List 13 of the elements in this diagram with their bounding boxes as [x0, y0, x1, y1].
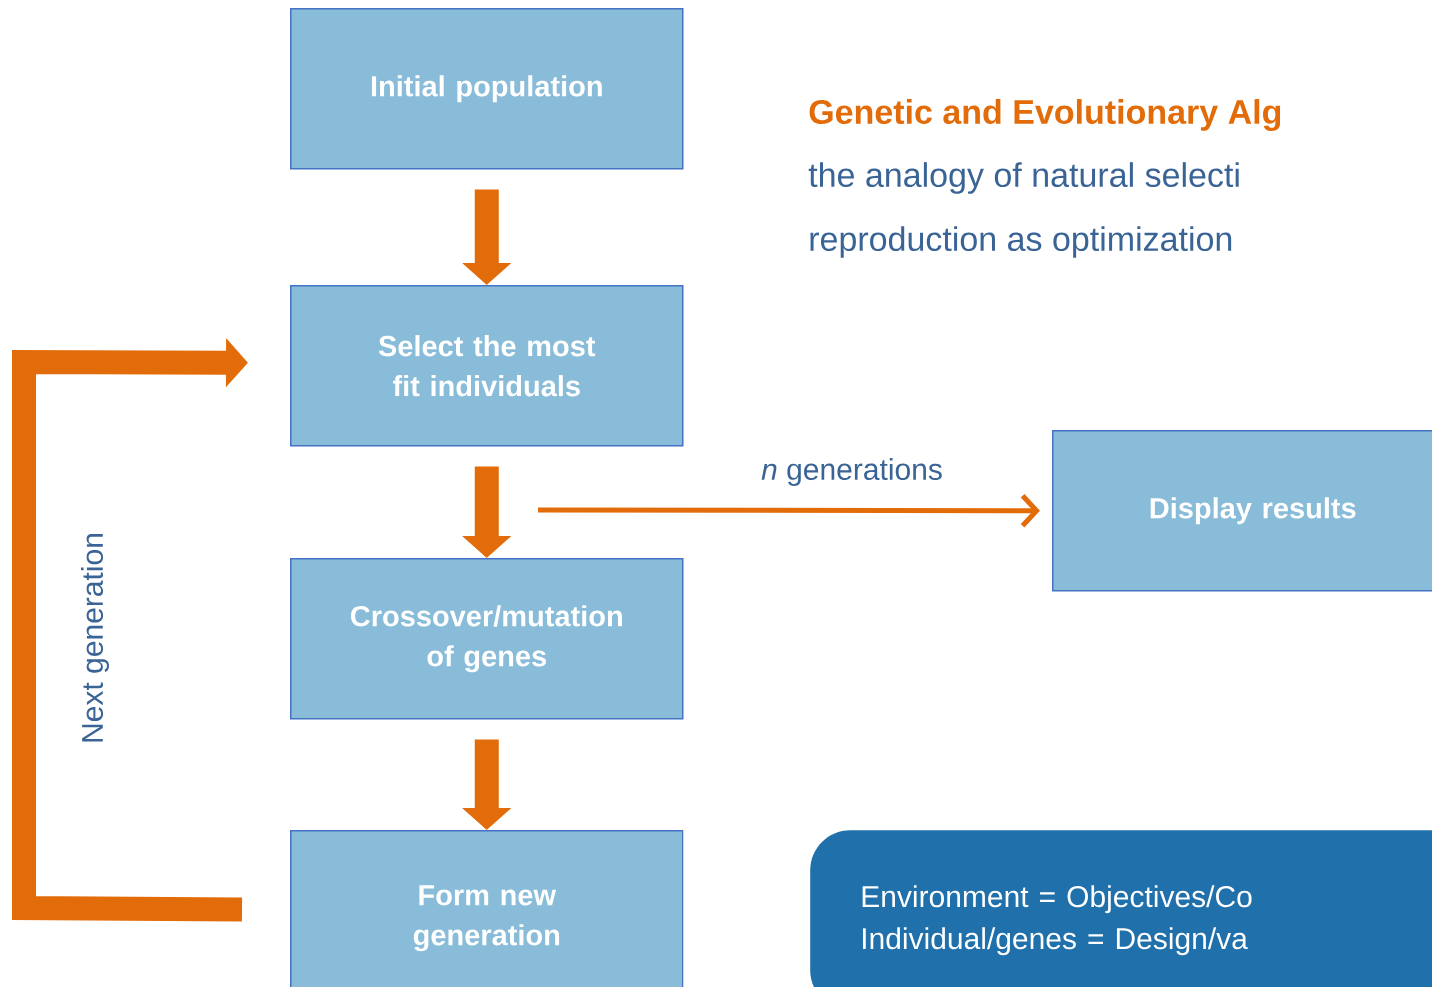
- process-box: Form new generation: [290, 830, 684, 987]
- arrow: [12, 338, 248, 922]
- body-text: reproduction as optimization: [810, 226, 1232, 258]
- process-box: Display results: [1052, 430, 1432, 592]
- process-box: Initial population: [290, 8, 684, 170]
- process-box: Crossover/mutation of genes: [290, 558, 684, 720]
- edge-label: n generations: [759, 456, 945, 488]
- edge-label: Next generation: [79, 530, 111, 746]
- arrow: [538, 494, 1040, 528]
- heading: Genetic and Evolutionary Alg: [809, 99, 1281, 131]
- info-box: Environment = Objectives/Co Individual/genes = Design/va: [810, 830, 1432, 987]
- process-box: Select the most fit individuals: [290, 285, 684, 447]
- body-text: the analogy of natural selecti: [808, 162, 1239, 194]
